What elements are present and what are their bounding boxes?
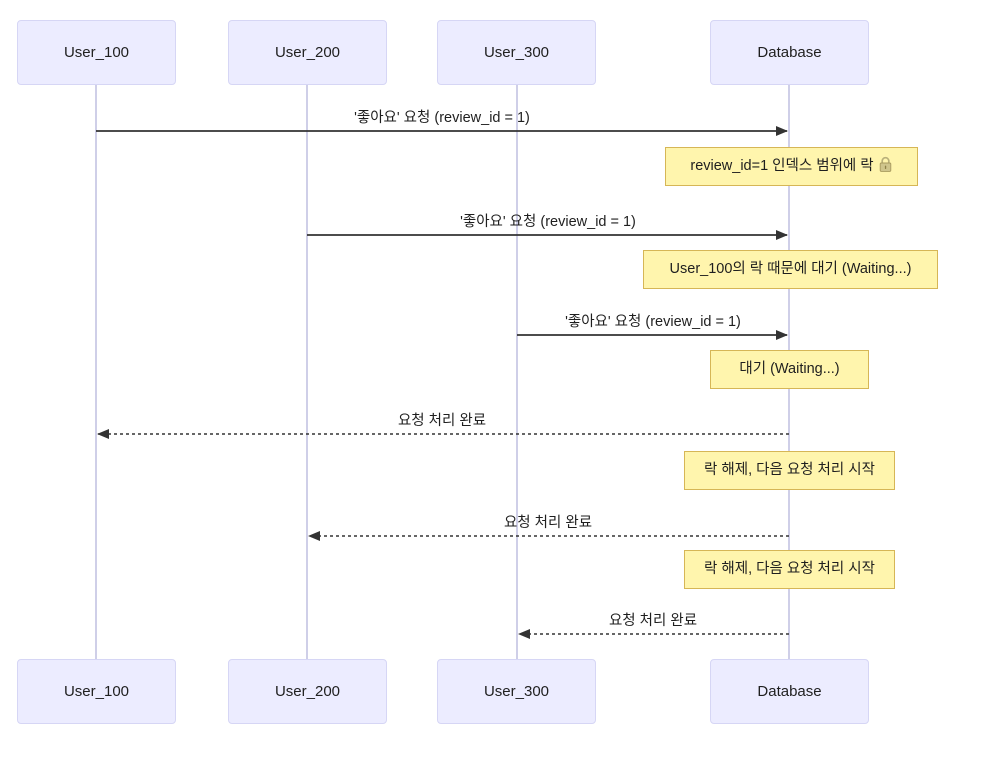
message-label-5: 요청 처리 완료: [503, 515, 593, 531]
note-box-5[interactable]: 락 해제, 다음 요청 처리 시작: [684, 550, 895, 589]
participant-label: User_300: [483, 683, 550, 700]
note-label: User_100의 락 때문에 대기 (Waiting...): [669, 261, 912, 278]
note-box-2[interactable]: User_100의 락 때문에 대기 (Waiting...): [643, 250, 938, 289]
message-arrows-group: [96, 126, 789, 639]
participant-box-user_200-bottom[interactable]: User_200: [228, 659, 387, 724]
message-label-4: 요청 처리 완료: [397, 413, 487, 429]
participant-box-user_300-bottom[interactable]: User_300: [437, 659, 596, 724]
lock-icon: [878, 156, 893, 178]
message-label-1: '좋아요' 요청 (review_id = 1): [354, 110, 530, 126]
note-label: 락 해제, 다음 요청 처리 시작: [704, 561, 875, 578]
participant-label: User_200: [274, 683, 341, 700]
participant-label: Database: [757, 683, 822, 700]
participant-label: Database: [757, 44, 822, 61]
note-label: 락 해제, 다음 요청 처리 시작: [704, 462, 875, 479]
participant-box-user_100-bottom[interactable]: User_100: [17, 659, 176, 724]
note-box-4[interactable]: 락 해제, 다음 요청 처리 시작: [684, 451, 895, 490]
participant-label: User_300: [483, 44, 550, 61]
participant-box-user_300-top[interactable]: User_300: [437, 20, 596, 85]
participant-box-database-bottom[interactable]: Database: [710, 659, 869, 724]
note-label: review_id=1 인덱스 범위에 락: [690, 158, 874, 175]
participant-label: User_100: [63, 44, 130, 61]
message-label-3: '좋아요' 요청 (review_id = 1): [565, 314, 741, 330]
message-label-2: '좋아요' 요청 (review_id = 1): [460, 214, 636, 230]
note-box-3[interactable]: 대기 (Waiting...): [710, 350, 869, 389]
participant-box-user_100-top[interactable]: User_100: [17, 20, 176, 85]
note-label: 대기 (Waiting...): [739, 361, 840, 378]
participant-label: User_100: [63, 683, 130, 700]
participant-box-user_200-top[interactable]: User_200: [228, 20, 387, 85]
message-label-6: 요청 처리 완료: [608, 613, 698, 629]
note-box-1[interactable]: review_id=1 인덱스 범위에 락: [665, 147, 918, 186]
participant-box-database-top[interactable]: Database: [710, 20, 869, 85]
participant-label: User_200: [274, 44, 341, 61]
